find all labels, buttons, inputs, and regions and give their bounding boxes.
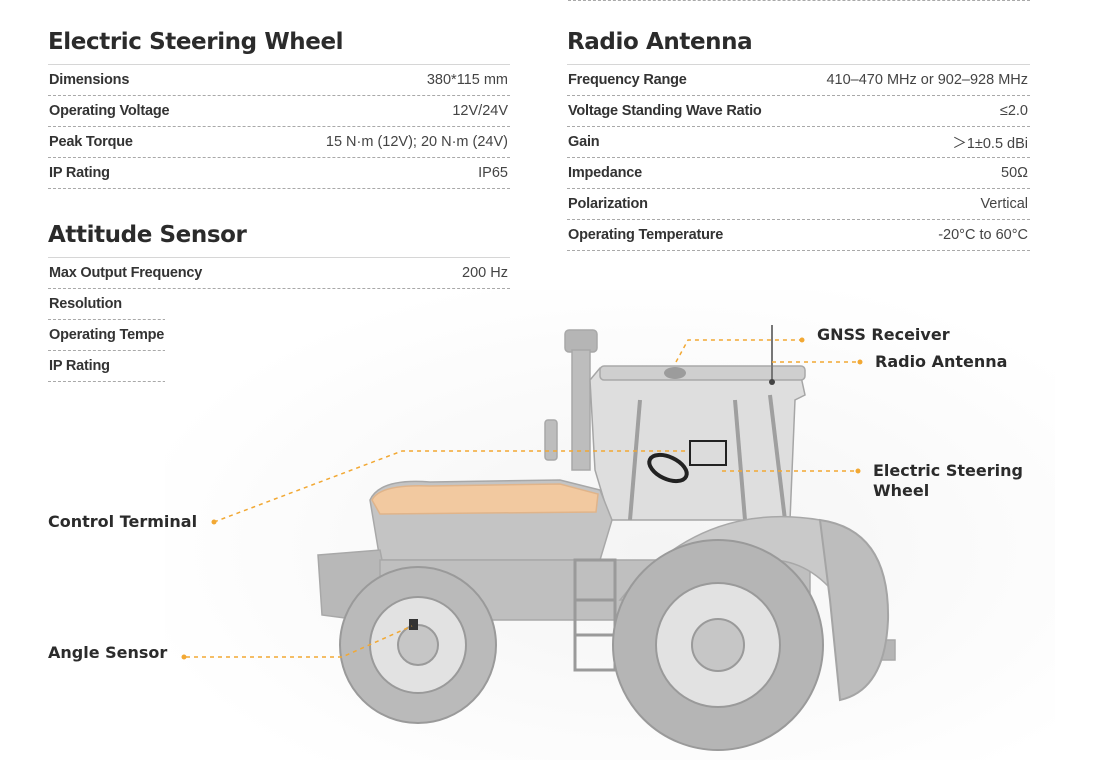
table-row: Frequency Range 410–470 MHz or 902–928 MH… [567,64,1030,96]
spec-value: ≤2.0 [999,103,1028,119]
spec-label: Frequency Range [568,72,687,88]
table-row: Peak Torque 15 N·m (12V); 20 N·m (24V) [48,127,510,158]
spec-value: 50Ω [1001,165,1028,181]
control-terminal-device [689,440,727,466]
table-row: Operating Voltage 12V/24V [48,96,510,127]
spec-value: IP67 [478,358,508,374]
spec-value: -20°C to 70°C [418,327,508,343]
table-row: Gain ＞1±0.5 dBi [567,127,1030,158]
antenna-spec-title: Radio Antenna [567,29,753,55]
table-row: Voltage Standing Wave Ratio ≤2.0 [567,96,1030,127]
table-row: Operating Temperature -20°C to 70°C [48,320,510,351]
table-row: Dimensions 380*115 mm [48,64,510,96]
spec-value: 380*115 mm [426,72,508,88]
callout-gnss-receiver: GNSS Receiver [817,325,950,344]
spec-value: ＜0.1°/s [456,297,508,314]
spec-value: ＞1±0.5 dBi [952,135,1028,152]
spec-value: -20°C to 60°C [938,227,1028,243]
table-row: Max Output Frequency 200 Hz [48,257,510,289]
spec-label: Operating Voltage [49,103,170,119]
spec-label: Operating Temperature [49,327,205,343]
spec-value: 15 N·m (12V); 20 N·m (24V) [325,134,508,150]
spec-label: Peak Torque [49,134,133,150]
spec-label: Resolution [49,296,122,312]
callout-angle-sensor: Angle Sensor [48,643,168,662]
angle-sensor-device [409,619,418,630]
steering-wheel-device [647,452,689,484]
spec-value: Vertical [980,196,1028,212]
table-row: Resolution ＜0.1°/s [48,289,510,320]
spec-label: IP Rating [49,358,110,374]
callout-dots [181,337,863,660]
spec-value: 200 Hz [462,265,508,281]
steering-spec-table: Electric Steering Wheel Dimensions 380*11… [48,27,510,189]
callout-leaders [186,339,860,658]
spec-label: Operating Temperature [568,227,724,243]
front-wheel [339,566,497,724]
callout-steering-line2: Wheel [873,481,930,500]
top-divider [568,0,1030,1]
spec-label: Gain [568,134,600,150]
steering-spec-title: Electric Steering Wheel [48,29,344,55]
callout-steering-line1: Electric Steering [873,461,1023,480]
antenna-spec-table: Radio Antenna Frequency Range 410–470 MHz… [567,27,1030,251]
spec-label: Polarization [568,196,648,212]
spec-value: 410–470 MHz or 902–928 MHz [826,72,1028,88]
table-row: Polarization Vertical [567,189,1030,220]
spec-label: Dimensions [49,72,130,88]
rear-wheel [612,539,824,751]
gnss-receiver-device [664,367,686,379]
table-row: IP Rating IP67 [48,351,510,382]
rear-wheel-far [818,518,890,702]
attitude-spec-table: Attitude Sensor Max Output Frequency 200 … [48,220,510,382]
spec-label: IP Rating [49,165,110,181]
callout-radio-antenna: Radio Antenna [875,352,1008,371]
spec-label: Max Output Frequency [49,265,203,281]
callout-control-terminal: Control Terminal [48,512,198,531]
spec-value: IP65 [478,165,508,181]
spec-label: Voltage Standing Wave Ratio [568,103,762,119]
table-row: IP Rating IP65 [48,158,510,189]
attitude-spec-title: Attitude Sensor [48,222,247,248]
spec-value: 12V/24V [452,103,508,119]
table-row: Impedance 50Ω [567,158,1030,189]
spec-label: Impedance [568,165,642,181]
callout-electric-steering-wheel: Electric Steering Wheel [873,461,1023,501]
table-row: Operating Temperature -20°C to 60°C [567,220,1030,251]
